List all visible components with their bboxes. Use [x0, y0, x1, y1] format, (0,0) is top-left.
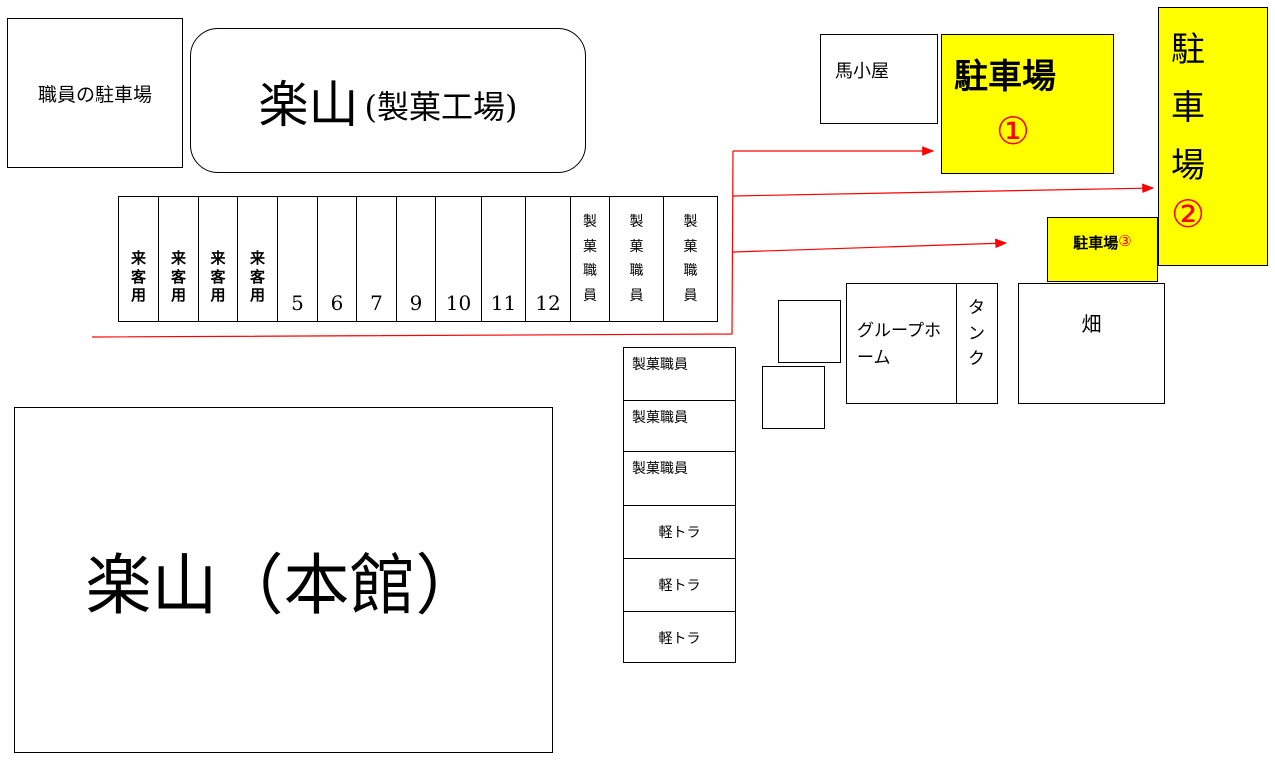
vertical-slot: 製菓職員	[624, 452, 735, 506]
parking-slot: 来客用	[159, 196, 199, 322]
parking-slot: 製菓職員	[610, 196, 664, 322]
parking-slot: 10	[436, 196, 482, 322]
group-home-label: グループホーム	[857, 321, 941, 369]
tank-building: タンク	[956, 283, 998, 404]
vertical-slot-label: 軽トラ	[658, 631, 701, 647]
main-building-label: 楽山（本館）	[85, 547, 482, 624]
parking-lot-2: 駐 車 場 ②	[1158, 7, 1268, 266]
vertical-slot-label: 製菓職員	[632, 461, 688, 477]
slot-text: 10	[445, 291, 472, 315]
small-building	[762, 366, 825, 429]
staff-parking-area: 職員の駐車場	[7, 18, 183, 168]
slot-char: 客	[170, 267, 186, 286]
slot-char: 用	[130, 286, 146, 305]
vertical-slot-label: 製菓職員	[632, 357, 688, 373]
slot-text: 5	[291, 291, 304, 315]
slot-char: 製	[583, 214, 597, 230]
slot-char: 員	[629, 287, 644, 304]
parking-lot-2-char: 駐	[1171, 30, 1205, 70]
slot-char: 職	[629, 263, 644, 279]
slot-char: 職	[683, 263, 698, 279]
slot-char: 員	[683, 287, 698, 304]
slot-char: 客	[249, 267, 265, 286]
slot-text: 来客用	[250, 249, 265, 305]
field-label: 畑	[1081, 312, 1102, 336]
slot-text: 製菓職員	[583, 210, 597, 308]
parking-lot-1-number: ①	[996, 109, 1031, 153]
parking-lot-1: 駐車場 ①	[941, 34, 1114, 174]
vertical-slot-label: 軽トラ	[658, 525, 701, 541]
slot-text: 来客用	[210, 249, 225, 305]
arrow-to-parking-2	[732, 183, 1155, 197]
parking-slot: 5	[278, 196, 318, 322]
slot-text: 12	[535, 291, 561, 315]
parking-lot-2-number: ②	[1171, 192, 1206, 236]
vertical-slot-label: 製菓職員	[632, 410, 688, 426]
factory-building: 楽山 (製菓工場)	[190, 28, 586, 173]
slot-char: 客	[210, 267, 226, 286]
parking-lot-2-char: 場	[1171, 145, 1205, 186]
slot-text: 6	[330, 291, 344, 315]
parking-slot: 9	[397, 196, 436, 322]
parking-lot-2-char: 車	[1171, 87, 1205, 128]
tank-label: タンク	[968, 298, 985, 369]
parking-lot-2-label: 駐 車 場	[1171, 22, 1205, 195]
slot-char: 来	[170, 248, 186, 267]
field-area: 畑	[1018, 283, 1165, 404]
arrow-to-parking-3	[732, 238, 1008, 253]
slot-char: 菓	[683, 238, 698, 255]
slot-char: 用	[249, 286, 265, 305]
vertical-slot: 軽トラ	[624, 612, 735, 664]
parking-slot: 製菓職員	[571, 196, 610, 322]
slot-char: 職	[583, 263, 597, 279]
slot-char: 製	[683, 214, 698, 230]
parking-slot: 来客用	[119, 196, 159, 322]
main-building: 楽山（本館）	[14, 407, 553, 753]
vertical-slot: 製菓職員	[624, 348, 735, 401]
slot-text: 製菓職員	[684, 210, 698, 308]
parking-slot: 来客用	[199, 196, 238, 322]
slot-char: 客	[130, 267, 146, 286]
slot-text: 7	[370, 291, 383, 315]
slot-char: 員	[583, 287, 597, 304]
slot-text: 11	[490, 291, 517, 315]
parking-slot: 来客用	[238, 196, 278, 322]
stable-label: 馬小屋	[835, 61, 889, 82]
parking-slot-column: 製菓職員 製菓職員 製菓職員 軽トラ 軽トラ 軽トラ	[623, 347, 736, 663]
parking-slot: 12	[526, 196, 571, 322]
parking-slot: 7	[357, 196, 397, 322]
group-home-building: グループホーム	[846, 283, 957, 404]
slot-text: 製菓職員	[630, 210, 644, 308]
parking-lot-3-label: 駐車場	[1073, 234, 1119, 252]
slot-char: 用	[170, 286, 186, 305]
slot-text: 来客用	[131, 249, 146, 305]
vertical-slot: 軽トラ	[624, 559, 735, 612]
slot-char: 菓	[629, 238, 644, 255]
factory-subtitle: (製菓工場)	[364, 87, 518, 126]
slot-char: 菓	[583, 238, 597, 255]
vertical-slot: 製菓職員	[624, 401, 735, 452]
parking-slot-row: 来客用 来客用 来客用 来客用 5 6 7 9 10 11 12 製菓職員 製菓…	[118, 196, 718, 322]
stable-building: 馬小屋	[820, 34, 938, 124]
parking-lot-3-number: ③	[1118, 232, 1132, 250]
staff-parking-label: 職員の駐車場	[37, 83, 152, 106]
slot-char: 来	[130, 248, 146, 267]
small-building	[778, 300, 841, 363]
slot-char: 来	[210, 248, 226, 267]
slot-text: 9	[409, 291, 423, 315]
parking-lot-1-label: 駐車場	[954, 57, 1056, 97]
slot-char: 用	[210, 286, 226, 305]
slot-char: 来	[249, 248, 265, 267]
vertical-slot: 軽トラ	[624, 506, 735, 559]
parking-slot: 11	[482, 196, 526, 322]
slot-text: 来客用	[171, 249, 186, 305]
slot-char: 製	[629, 214, 644, 230]
parking-slot: 6	[318, 196, 357, 322]
vertical-slot-label: 軽トラ	[658, 578, 701, 594]
route-line-main	[91, 150, 734, 338]
parking-slot: 製菓職員	[664, 196, 718, 322]
factory-name: 楽山	[258, 75, 359, 134]
